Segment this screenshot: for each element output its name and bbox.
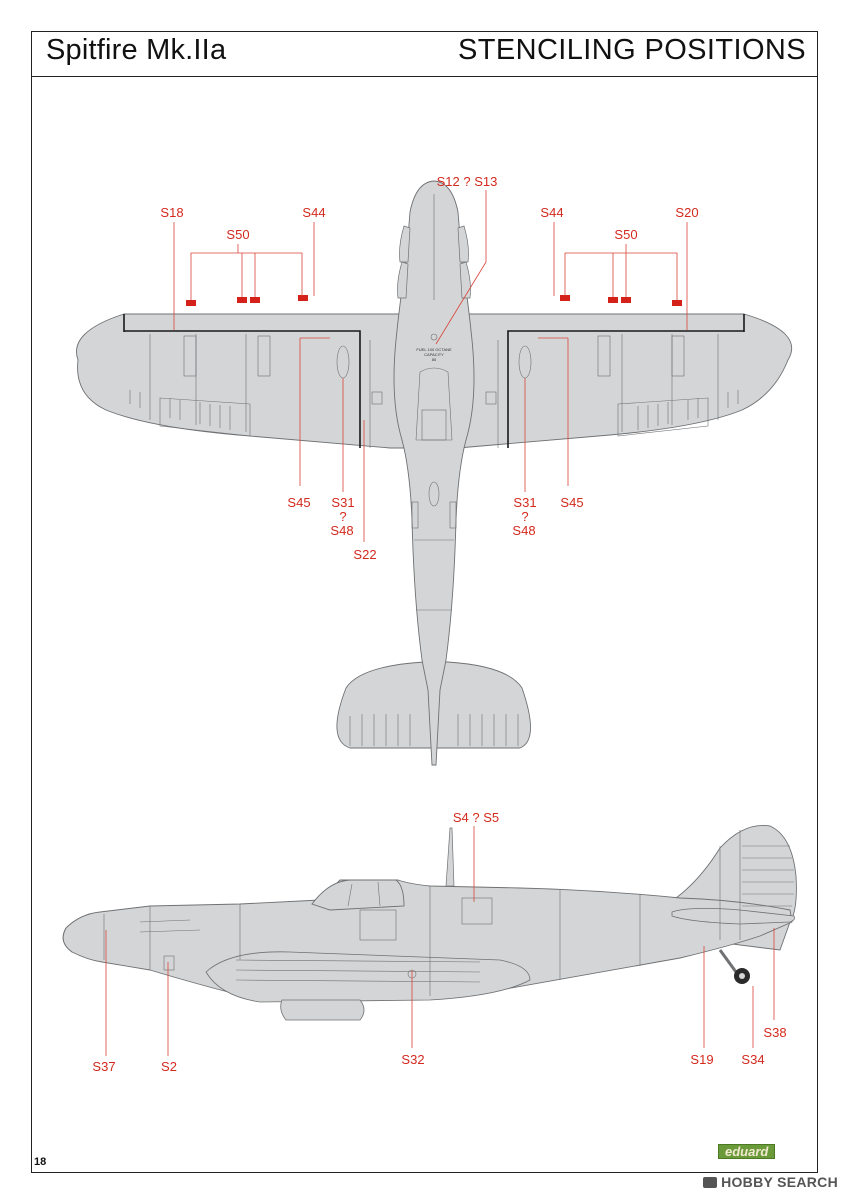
brand-logo: eduard bbox=[718, 1144, 776, 1159]
fuselage-underside bbox=[393, 180, 475, 766]
radiator bbox=[280, 999, 365, 1021]
callout-s44-right: S44 bbox=[540, 205, 563, 220]
callout-s2: S2 bbox=[161, 1059, 177, 1074]
callout-s50-right: S50 bbox=[614, 227, 637, 242]
callout-s45-left: S45 bbox=[287, 495, 310, 510]
callout-or-left: ? bbox=[339, 509, 346, 524]
callout-s19: S19 bbox=[690, 1052, 713, 1067]
section-title: STENCILING POSITIONS bbox=[458, 34, 806, 66]
callout-s37: S37 bbox=[92, 1059, 115, 1074]
callout-s32: S32 bbox=[401, 1052, 424, 1067]
canopy bbox=[311, 879, 405, 911]
fuel-stencil-line3: 85 bbox=[432, 357, 437, 362]
callout-s44-left: S44 bbox=[302, 205, 325, 220]
callout-s34: S34 bbox=[741, 1052, 764, 1067]
watermark: HOBBY SEARCH bbox=[703, 1174, 838, 1190]
callout-s31-right: S31 bbox=[513, 495, 536, 510]
red-stencil-marks bbox=[186, 295, 682, 306]
watermark-text: HOBBY SEARCH bbox=[721, 1174, 838, 1190]
camera-icon bbox=[703, 1177, 718, 1188]
callout-s20: S20 bbox=[675, 205, 698, 220]
fuel-stencil-line2: CAPACITY bbox=[424, 352, 444, 357]
callout-s22: S22 bbox=[353, 547, 376, 562]
aircraft-title: Spitfire Mk.IIa bbox=[46, 34, 227, 66]
title-divider bbox=[31, 76, 818, 77]
page-frame bbox=[31, 31, 818, 1173]
plan-view: FUEL 100 OCTANE CAPACITY 85 S12 ? S13 S1… bbox=[76, 174, 793, 766]
callout-s50-left: S50 bbox=[226, 227, 249, 242]
wing-root bbox=[205, 951, 531, 1003]
callout-s12-s13: S12 ? S13 bbox=[437, 174, 498, 189]
callout-s48-right: S48 bbox=[512, 523, 535, 538]
callout-s4-s5: S4 ? S5 bbox=[453, 810, 499, 825]
callout-s18: S18 bbox=[160, 205, 183, 220]
callout-s45-right: S45 bbox=[560, 495, 583, 510]
fuel-stencil-line1: FUEL 100 OCTANE bbox=[416, 347, 452, 352]
callout-s48-left: S48 bbox=[330, 523, 353, 538]
callout-s38: S38 bbox=[763, 1025, 786, 1040]
side-view: S4 ? S5 S37 S2 S32 S19 S34 S38 bbox=[62, 810, 797, 1074]
callout-s31-left: S31 bbox=[331, 495, 354, 510]
page-number: 18 bbox=[34, 1156, 47, 1168]
callout-or-right: ? bbox=[521, 509, 528, 524]
